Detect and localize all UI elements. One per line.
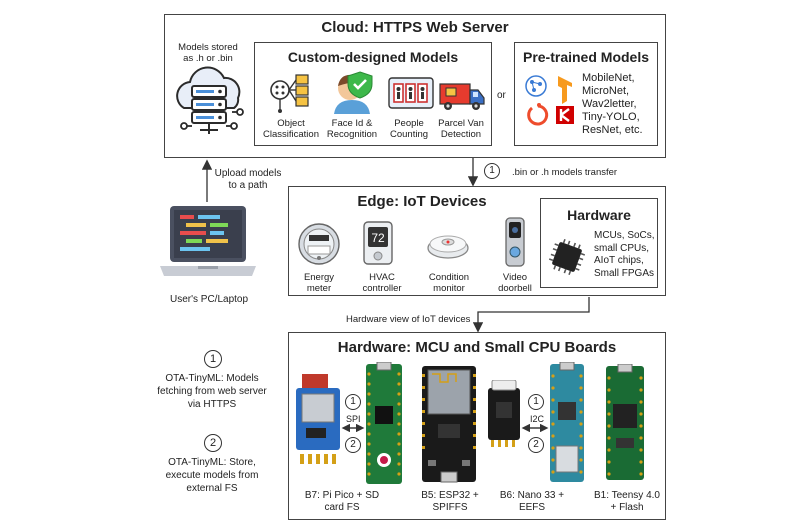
spi-label: SPI [346, 414, 361, 424]
teensy-board-icon [606, 364, 644, 480]
board-label-esp32: B5: ESP32 + SPIFFS [421, 490, 479, 513]
pretrained-item: Wav2letter, [582, 98, 637, 110]
condition-monitor-icon [427, 235, 469, 259]
object-classification-icon [270, 74, 309, 113]
step-2-badge-nano: 2 [528, 437, 544, 453]
laptop-icon [160, 206, 256, 276]
hardware-list: MCUs, SoCs, small CPUs, AIoT chips, Smal… [594, 230, 658, 280]
legend-step-1-badge: 1 [204, 350, 222, 368]
storage-caption: Models stored as .h or .bin [178, 42, 238, 64]
device-label-hvac: HVAC controller [362, 272, 402, 294]
board-label-teensy: B1: Teensy 4.0 + Flash [594, 490, 660, 513]
pi-pico-board-icon [366, 362, 402, 484]
model-label-object-classification: Object Classification [263, 118, 319, 140]
or-label: or [497, 90, 506, 101]
parcel-van-icon [439, 83, 485, 110]
hardware-item: AIoT chips, [594, 255, 644, 266]
edge-title: Edge: IoT Devices [357, 193, 487, 210]
step-1-badge: 1 [484, 163, 500, 179]
device-label-energy-meter: Energy meter [303, 272, 335, 294]
board-label-nano: B6: Nano 33 + EEFS [499, 490, 565, 513]
cloud-title: Cloud: HTTPS Web Server [321, 19, 509, 36]
legend-step-2-badge: 2 [204, 434, 222, 452]
sd-card-module-icon [296, 374, 340, 464]
board-label-pico: B7: Pi Pico + SD card FS [304, 490, 380, 513]
esp32-board-icon [422, 366, 476, 483]
pretrained-item: MobileNet, [582, 72, 635, 84]
legend-step-2-text: OTA-TinyML: Store, execute models from e… [165, 457, 259, 494]
pretrained-item: Tiny-YOLO, [582, 111, 640, 123]
framework-logos-icon [525, 75, 574, 126]
transfer-label: .bin or .h models transfer [512, 167, 618, 178]
video-doorbell-icon [505, 217, 525, 267]
hw-view-label: Hardware view of IoT devices [346, 314, 471, 325]
energy-meter-icon [298, 223, 340, 265]
model-label-parcel-van: Parcel Van Detection [438, 118, 484, 140]
pretrained-title: Pre-trained Models [522, 49, 650, 65]
pretrained-models-box: Pre-trained Models [514, 42, 658, 146]
hardware-item: MCUs, SoCs, [594, 230, 655, 241]
boards-title: Hardware: MCU and Small CPU Boards [337, 339, 617, 356]
device-label-condition-monitor: Condition monitor [428, 272, 470, 294]
custom-models-title: Custom-designed Models [287, 49, 459, 65]
step-1-badge-nano: 1 [528, 394, 544, 410]
chip-icon [548, 238, 586, 276]
boards-box: Hardware: MCU and Small CPU Boards [288, 332, 666, 520]
pretrained-list: MobileNet, MicroNet, Wav2letter, Tiny-YO… [582, 72, 656, 137]
upload-label: Upload models to a path [214, 168, 282, 191]
pretrained-item: MicroNet, [582, 85, 630, 97]
step-1-badge-pico: 1 [345, 394, 361, 410]
server-cloud-icon [176, 66, 244, 134]
hardware-item: small CPUs, [594, 242, 650, 254]
model-label-people-counting: People Counting [389, 118, 429, 140]
model-label-face-id: Face Id & Recognition [326, 118, 378, 140]
svg-text:72: 72 [371, 231, 385, 245]
pc-label: User's PC/Laptop [169, 294, 249, 305]
nano33-board-icon [550, 362, 584, 482]
hardware-title: Hardware [567, 207, 631, 223]
hvac-controller-icon: 72 [363, 221, 393, 265]
legend-step-1-text: OTA-TinyML: Models fetching from web ser… [157, 373, 267, 410]
step-2-badge-pico: 2 [345, 437, 361, 453]
people-counting-icon [388, 77, 434, 109]
pretrained-item: ResNet, etc. [582, 124, 643, 136]
eeprom-module-icon [488, 380, 520, 447]
face-id-icon [334, 71, 373, 114]
device-label-video-doorbell: Video doorbell [498, 272, 532, 294]
i2c-label: I2C [530, 414, 545, 424]
hardware-item: Small FPGAs [594, 267, 655, 279]
